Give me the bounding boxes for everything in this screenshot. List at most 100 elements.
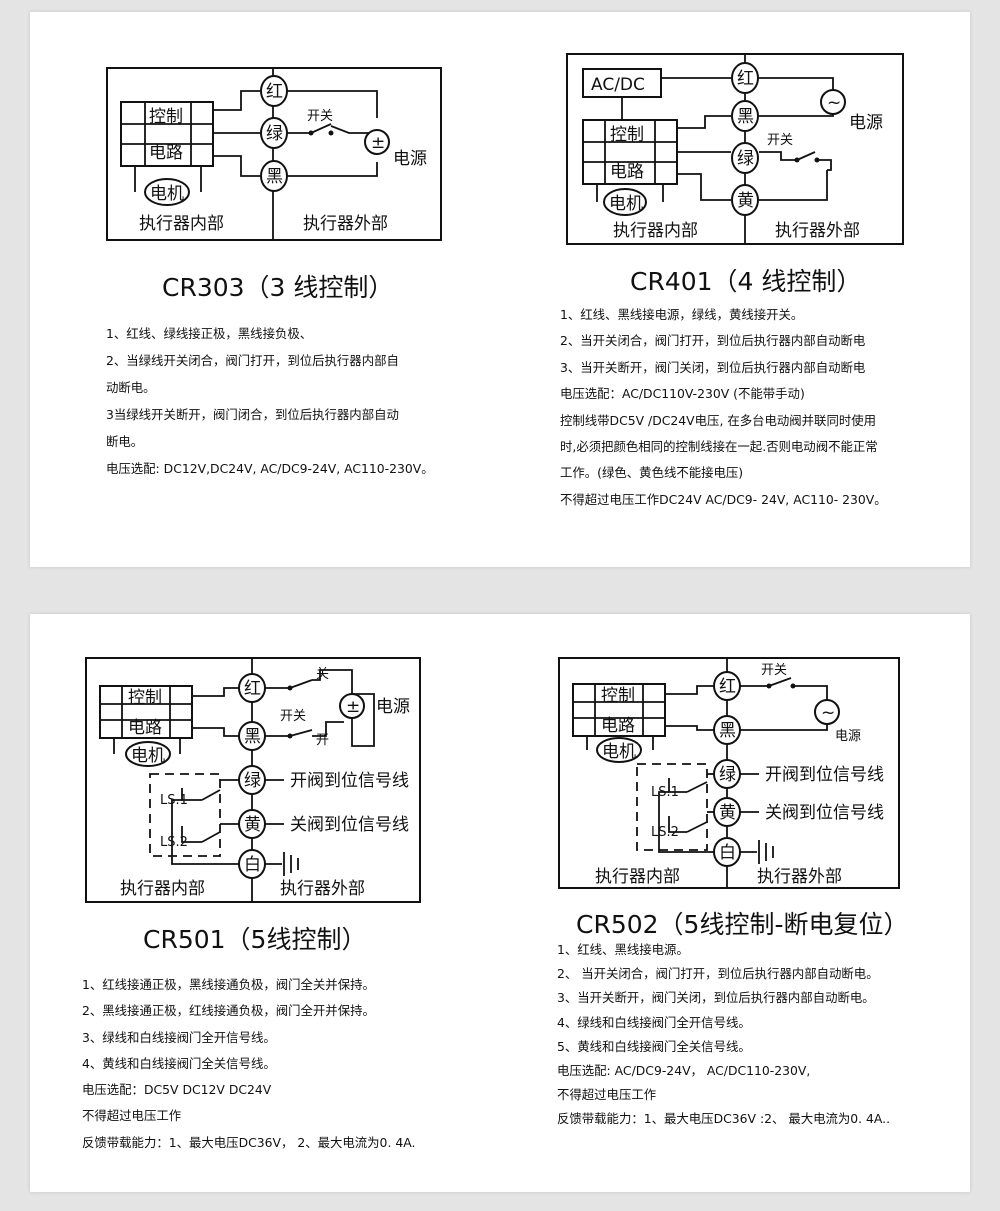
cr502-control-label: 控制 — [601, 686, 635, 706]
cr501-switch-label: 开关 — [280, 709, 306, 724]
cr501-open-label: 开 — [316, 733, 329, 748]
note-line: 电压选配: DC12V,DC24V, AC/DC9-24V, AC110-230… — [106, 461, 434, 476]
svg-text:黄: 黄 — [719, 803, 736, 823]
cr502-motor — [596, 737, 642, 763]
svg-text:绿: 绿 — [244, 771, 261, 791]
cr501-power-label: 电源 — [376, 697, 410, 717]
cr502-inside-label: 执行器内部 — [595, 867, 680, 887]
cr502-control-block — [572, 683, 666, 737]
note-line: 工作。(绿色、黄色线不能接电压) — [560, 465, 744, 481]
svg-text:±: ± — [346, 697, 360, 717]
cr401-outside-label: 执行器外部 — [775, 221, 860, 241]
cr303-control-block — [120, 101, 214, 167]
cr303-switch-label: 开关 — [307, 109, 333, 124]
cr401-acdc-label: AC/DC — [591, 75, 645, 95]
cr401-outer-frame — [566, 53, 904, 245]
cr401-ac-source — [820, 89, 846, 115]
cr502-black-terminal — [713, 715, 741, 745]
cr502-open-signal-label: 开阀到位信号线 — [765, 765, 884, 785]
note-line: 3当绿线开关断开，阀门闭合，到位后执行器内部自动 — [106, 407, 399, 422]
cr502-switch-label: 开关 — [761, 663, 787, 678]
cr401-red-terminal — [731, 62, 759, 94]
svg-text:~: ~ — [821, 703, 835, 723]
cr502-close-signal-label: 关阀到位信号线 — [765, 803, 884, 823]
cr303-circuit-label: 电路 — [149, 143, 183, 163]
cr502-ls2-label: LS.2 — [651, 825, 679, 840]
note-line: 3、当开关断开，阀门关闭，到位后执行器内部自动断电 — [560, 359, 866, 375]
cr303-inside-label: 执行器内部 — [139, 214, 224, 234]
note-line: 反馈带载能力：1、最大电压DC36V :2、 最大电流为0. 4A.. — [557, 1111, 891, 1127]
cr501-control-block — [99, 685, 193, 739]
note-line: 4、绿线和白线接阀门全开信号线。 — [557, 1014, 751, 1030]
cr502-ac-source — [814, 699, 840, 725]
note-line: 5、黄线和白线接阀门全关信号线。 — [557, 1038, 751, 1054]
svg-text:黑: 黑 — [719, 721, 736, 741]
note-line: 断电。 — [106, 434, 144, 449]
cr502-power-label: 电源 — [835, 729, 861, 744]
cr501-dc-source — [339, 693, 365, 719]
note-line: 2、当绿线开关闭合，阀门打开，到位后执行器内部自 — [106, 353, 399, 368]
note-line: 1、红线接通正极，黑线接通负极，阀门全关并保持。 — [82, 977, 375, 992]
svg-text:白: 白 — [244, 855, 261, 875]
cr501-ls2-label: LS.2 — [160, 835, 188, 850]
note-line: 电压选配: AC/DC9-24V， AC/DC110-230V, — [557, 1063, 811, 1079]
cr501-black-terminal — [238, 721, 266, 751]
cr303-power-label: 电源 — [393, 149, 427, 169]
cr303-dc-source — [364, 129, 390, 155]
note-line: 1、红线、黑线接电源。 — [557, 942, 689, 957]
svg-text:~: ~ — [827, 93, 841, 113]
cr502-limit-switch-group — [636, 763, 708, 851]
cr303-wiring-diagram: 控制 电路 电机 开关 红 绿 黑 ± 电源 执行器内部 执行器外部 — [106, 67, 442, 241]
note-line: 2、当开关闭合，阀门打开，到位后执行器内部自动断电 — [560, 333, 866, 349]
note-line: 3、当开关断开，阀门关闭，到位后执行器内部自动断电。 — [557, 990, 875, 1006]
cr401-motor-label: 电机 — [609, 194, 643, 214]
cr401-switch-label: 开关 — [767, 133, 793, 148]
note-line: 3、绿线和白线接阀门全开信号线。 — [82, 1029, 276, 1045]
svg-text:黑: 黑 — [266, 167, 283, 187]
cr401-control-block — [582, 119, 678, 185]
note-line: 1、红线、绿线接正极，黑线接负极、 — [106, 326, 313, 341]
note-line: 不得超过电压工作 — [557, 1087, 657, 1103]
svg-text:红: 红 — [266, 82, 283, 102]
note-line: 1、红线、黑线接电源，绿线，黄线接开关。 — [560, 307, 804, 322]
note-line: 不得超过电压工作DC24V AC/DC9- 24V, AC110- 230V。 — [560, 491, 887, 507]
cr501-close-label: 关 — [316, 667, 329, 682]
top-card — [30, 12, 970, 567]
svg-text:红: 红 — [244, 679, 261, 699]
cr401-yellow-terminal — [731, 184, 759, 216]
cr501-outer-frame — [85, 657, 421, 903]
svg-text:±: ± — [371, 133, 385, 153]
cr303-outer-frame — [106, 67, 442, 241]
cr501-open-signal-label: 开阀到位信号线 — [290, 771, 409, 791]
cr401-wiring-diagram: AC/DC 控制 电路 电机 开关 红 黑 绿 黄 ~ 电源 执行器内部 执行器… — [566, 53, 904, 245]
svg-text:黄: 黄 — [737, 191, 754, 211]
cr501-wiring-diagram: 控制 电路 电机 关 开关 开 ± 电源 红 黑 LS.1 LS.2 绿 黄 白… — [85, 657, 421, 903]
svg-text:红: 红 — [737, 69, 754, 89]
note-line: 不得超过电压工作 — [82, 1108, 182, 1124]
cr501-title: CR501（5线控制） — [143, 925, 367, 954]
cr401-notes: 1、红线、黑线接电源，绿线，黄线接开关。 2、当开关闭合，阀门打开，到位后执行器… — [560, 302, 887, 513]
cr303-motor-label: 电机 — [150, 184, 184, 204]
note-line: 电压选配：DC5V DC12V DC24V — [82, 1082, 272, 1098]
cr401-motor — [603, 188, 647, 216]
svg-text:黄: 黄 — [244, 815, 261, 835]
cr502-circuit-label: 电路 — [601, 716, 635, 736]
cr501-inside-label: 执行器内部 — [120, 879, 205, 899]
note-line: 反馈带载能力：1、最大电压DC36V， 2、最大电流为0. 4A. — [82, 1134, 416, 1150]
cr501-motor — [125, 741, 171, 767]
svg-text:绿: 绿 — [737, 149, 754, 169]
cr401-control-label: 控制 — [610, 125, 644, 145]
cr501-notes: 1、红线接通正极，黑线接通负极，阀门全关并保持。 2、黑线接通正极，红线接通负极… — [82, 972, 415, 1156]
svg-text:黑: 黑 — [244, 727, 261, 747]
cr401-black-terminal — [731, 100, 759, 132]
cr401-power-label: 电源 — [849, 113, 883, 133]
cr303-outside-label: 执行器外部 — [303, 214, 388, 234]
note-line: 动断电。 — [106, 380, 156, 395]
cr502-notes: 1、红线、黑线接电源。 2、 当开关闭合，阀门打开，到位后执行器内部自动断电。 … — [557, 938, 890, 1132]
cr401-green-terminal — [731, 142, 759, 174]
cr401-circuit-label: 电路 — [610, 162, 644, 182]
note-line: 控制线带DC5V /DC24V电压, 在多台电动阀并联同时使用 — [560, 412, 877, 428]
cr502-wiring-diagram: 控制 电路 电机 开关 ~ 电源 红 黑 LS.1 LS.2 绿 黄 白 开阀到… — [558, 657, 900, 889]
cr502-title: CR502（5线控制-断电复位） — [576, 910, 909, 939]
cr501-ground-icon — [283, 852, 299, 876]
